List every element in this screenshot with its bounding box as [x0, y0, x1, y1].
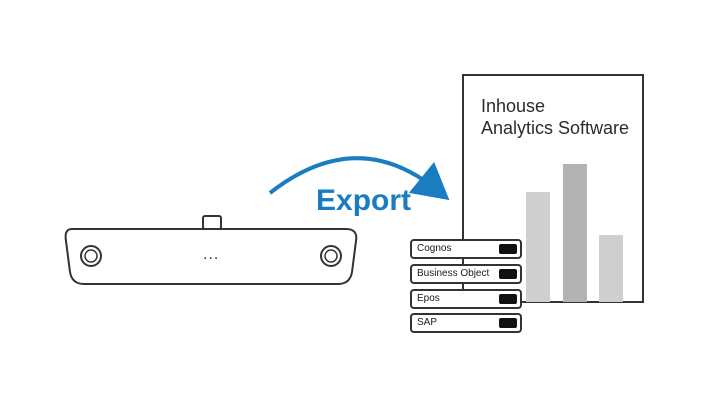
device-dots: ...	[203, 246, 220, 263]
export-arrow-icon	[268, 156, 450, 201]
camera-device-icon	[64, 215, 358, 285]
tool-label-sap: SAP	[417, 317, 438, 328]
tool-list	[410, 239, 522, 333]
chart-bar	[526, 192, 550, 302]
tool-label-cognos: Cognos	[417, 243, 452, 254]
bar-chart-icon	[526, 164, 623, 302]
chart-bar	[599, 235, 623, 302]
tool-label-epos: Epos	[417, 293, 440, 304]
list-item	[410, 264, 522, 284]
list-item	[410, 313, 522, 333]
toggle-icon	[499, 269, 517, 279]
chart-bar	[563, 164, 587, 302]
list-item	[410, 239, 522, 259]
toggle-icon	[499, 294, 517, 304]
software-title-line-2: Analytics Software	[481, 118, 630, 138]
tool-label-business-object: Business Object	[417, 268, 490, 279]
software-title-line-1: Inhouse	[481, 96, 546, 116]
export-label: Export	[316, 184, 412, 217]
list-item	[410, 289, 522, 309]
toggle-icon	[499, 244, 517, 254]
toggle-icon	[499, 318, 517, 328]
